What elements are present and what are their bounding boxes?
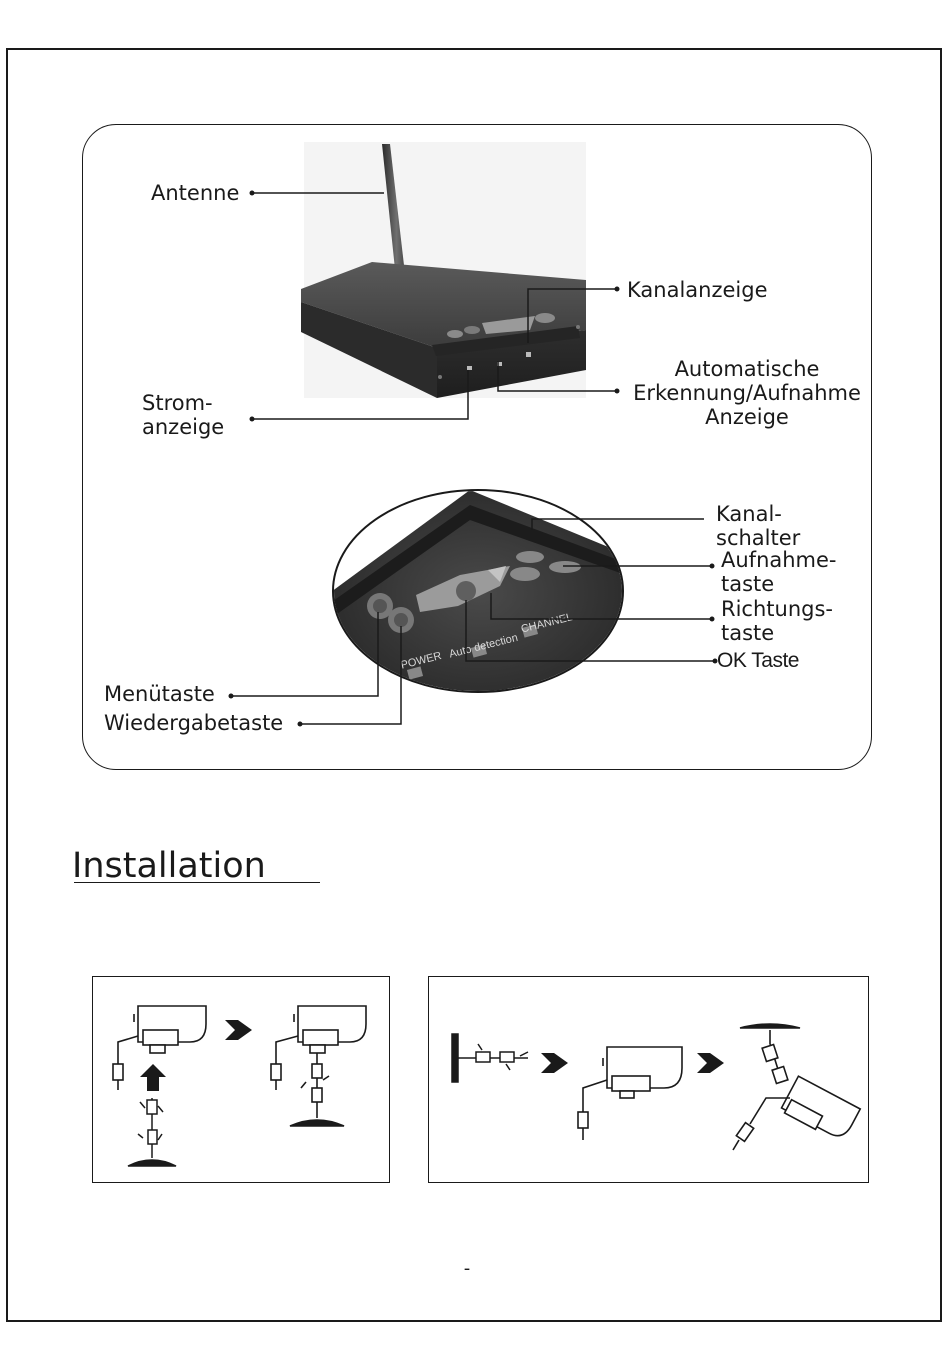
camera-ceiling-mounted-icon <box>732 1023 862 1151</box>
up-arrow-icon <box>140 1064 166 1091</box>
ok-button-label: OK Taste <box>717 649 800 672</box>
camera-icon <box>577 1046 683 1140</box>
direction-button-label: Richtungs- taste <box>721 597 833 645</box>
right-arrow-icon <box>225 1020 252 1040</box>
record-button-label: Aufnahme- taste <box>721 548 837 596</box>
leader-dots <box>228 190 718 727</box>
page-number: - <box>463 1258 471 1279</box>
install-step-wall-mount <box>428 976 869 1183</box>
install-step-ceiling-mount <box>92 976 390 1183</box>
camera-assembled-icon <box>270 1005 367 1127</box>
wall-bracket-icon <box>451 1033 529 1083</box>
leader-lines <box>231 192 715 725</box>
bracket-stand-icon <box>127 1098 177 1167</box>
antenna-label: Antenne <box>151 181 240 205</box>
title-underline <box>74 882 320 883</box>
channel-indicator-label: Kanalanzeige <box>627 278 768 302</box>
receiver-device-icon <box>301 262 586 398</box>
right-arrow-icon <box>541 1053 568 1073</box>
zoomed-button-panel-icon <box>332 489 624 693</box>
playback-button-label: Wiedergabetaste <box>104 711 284 735</box>
channel-switch-label: Kanal- schalter <box>716 502 801 550</box>
receiver-diagram-panel <box>82 124 872 770</box>
menu-button-label: Menütaste <box>104 682 215 706</box>
installation-title: Installation <box>72 846 266 886</box>
page-frame <box>6 48 942 1322</box>
power-indicator-label: Strom- anzeige <box>142 391 225 439</box>
auto-detection-indicator-label: Automatische Erkennung/Aufnahme Anzeige <box>633 357 861 429</box>
right-arrow-icon <box>697 1053 724 1073</box>
camera-icon <box>112 1005 207 1090</box>
